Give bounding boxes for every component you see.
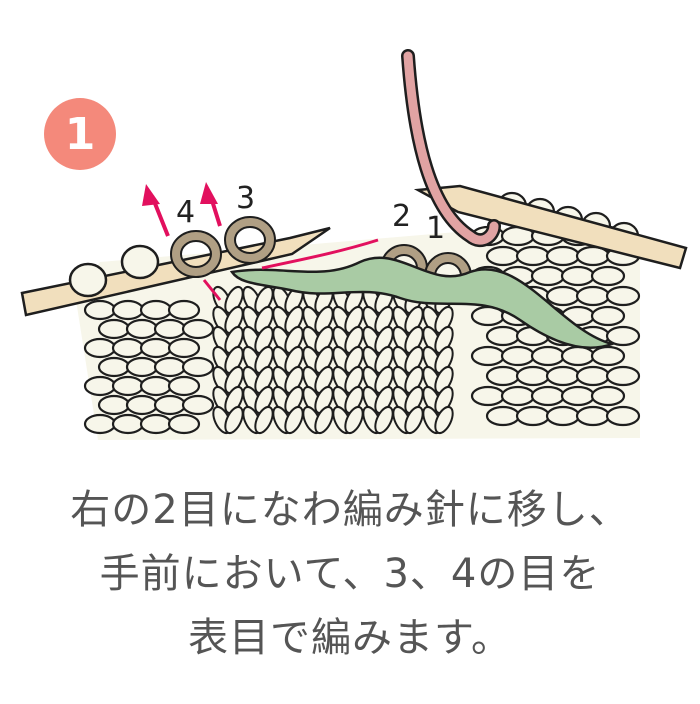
purl-bump: [167, 413, 201, 435]
purl-bump: [515, 245, 551, 267]
purl-bump: [560, 385, 596, 407]
purl-bump: [590, 385, 626, 407]
working-yarn: [401, 49, 501, 248]
purl-bump: [139, 413, 173, 435]
purl-bump: [97, 394, 131, 416]
purl-bump: [97, 318, 131, 340]
purl-bump: [111, 299, 145, 321]
purl-bump: [485, 405, 521, 427]
purl-bump: [575, 285, 611, 307]
purl-bump: [97, 356, 131, 378]
purl-bump: [470, 385, 506, 407]
stitch-label-2: 2: [392, 199, 411, 234]
purl-bump: [605, 365, 641, 387]
purl-bump: [590, 345, 626, 367]
purl-bump: [139, 299, 173, 321]
knit-stitch-leg: [224, 405, 244, 435]
purl-bump: [111, 337, 145, 359]
purl-bump: [167, 375, 201, 397]
purl-bump: [83, 413, 117, 435]
purl-bump: [500, 345, 536, 367]
purl-bump: [485, 245, 521, 267]
purl-bump: [590, 265, 626, 287]
knit-stitch-leg: [314, 405, 334, 435]
purl-bump: [181, 318, 215, 340]
purl-bump: [167, 337, 201, 359]
purl-bump: [470, 345, 506, 367]
purl-bump: [485, 325, 521, 347]
purl-bump: [153, 394, 187, 416]
left-needle-stitches: [68, 244, 160, 298]
purl-bump: [530, 345, 566, 367]
purl-bump: [139, 337, 173, 359]
purl-bump: [515, 365, 551, 387]
purl-bump: [530, 385, 566, 407]
purl-bump: [560, 265, 596, 287]
caption-line-1: 右の2目になわ編み針に移し、: [70, 487, 630, 533]
stitch-3-4-loops: [170, 216, 276, 278]
knit-stitch-leg: [344, 405, 364, 435]
purl-bump: [575, 365, 611, 387]
purl-bump: [605, 325, 641, 347]
purl-bump: [153, 356, 187, 378]
purl-bump: [560, 345, 596, 367]
purl-bump: [153, 318, 187, 340]
purl-bump: [545, 245, 581, 267]
stitch-label-1: 1: [426, 211, 445, 246]
knit-stitch-leg: [284, 405, 304, 435]
purl-bump: [83, 299, 117, 321]
insert-arrows: [142, 182, 222, 237]
knit-stitch-leg: [404, 405, 424, 435]
purl-bump: [139, 375, 173, 397]
purl-bump: [125, 318, 159, 340]
purl-bump: [500, 385, 536, 407]
purl-bump: [125, 394, 159, 416]
stitch-label-4: 4: [176, 195, 195, 230]
purl-bump: [545, 405, 581, 427]
purl-bump: [545, 365, 581, 387]
purl-bump: [530, 265, 566, 287]
purl-bump: [515, 405, 551, 427]
purl-bump: [545, 285, 581, 307]
knit-stitch-leg: [434, 405, 454, 435]
instruction-caption: 右の2目になわ編み針に移し、 手前において、3、4の目を 表目で編みます。: [0, 478, 700, 670]
purl-bump: [83, 375, 117, 397]
knit-stitch-leg: [254, 405, 274, 435]
stitch-label-3: 3: [236, 181, 255, 216]
cable-needle: [229, 256, 617, 349]
caption-line-3: 表目で編みます。: [188, 615, 512, 661]
purl-bump: [605, 405, 641, 427]
purl-bump: [83, 337, 117, 359]
purl-bump: [575, 405, 611, 427]
step-number-badge: 1: [44, 98, 116, 170]
purl-bump: [605, 285, 641, 307]
step-number: 1: [64, 108, 96, 160]
caption-line-2: 手前において、3、4の目を: [99, 551, 601, 597]
purl-bump: [181, 394, 215, 416]
purl-bump: [181, 356, 215, 378]
knit-stitch-leg: [374, 405, 394, 435]
purl-bump: [125, 356, 159, 378]
purl-bump: [167, 299, 201, 321]
purl-bump: [111, 413, 145, 435]
needle-path-line: [202, 238, 379, 301]
purl-bump: [111, 375, 145, 397]
purl-bump: [590, 305, 626, 327]
purl-bump: [485, 365, 521, 387]
